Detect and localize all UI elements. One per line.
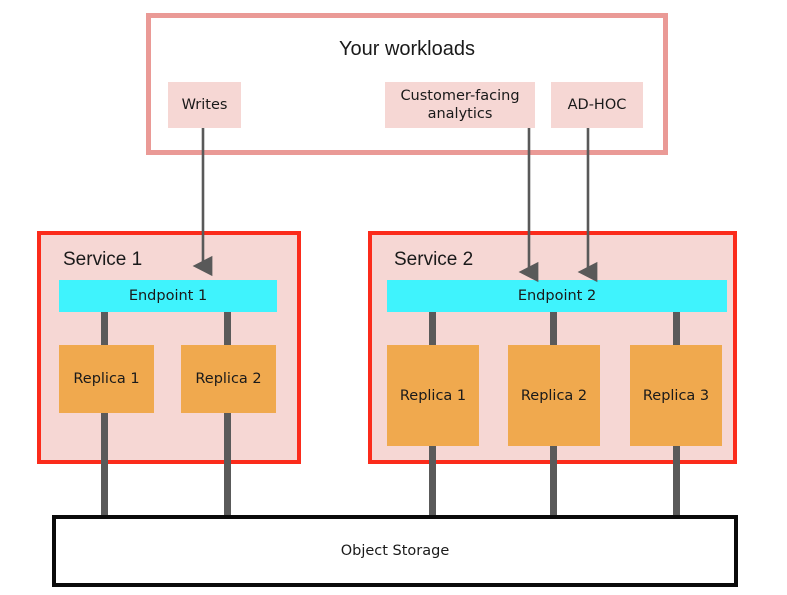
connector-endpoint1-replica2 [224,310,231,350]
connector-s2-replica3-storage [673,441,680,520]
replica-box-service1-replica1[interactable]: Replica 1 [59,345,154,413]
service-title-service-1: Service 1 [63,249,143,270]
connector-endpoint2-replica3 [673,310,680,350]
service-title-service-2: Service 2 [394,249,474,270]
connector-s2-replica2-storage [550,441,557,520]
connector-endpoint2-replica1 [429,310,436,350]
workload-chip-writes[interactable]: Writes [168,82,241,128]
workloads-title: Your workloads [338,38,475,60]
replica-box-service1-replica2[interactable]: Replica 2 [181,345,276,413]
workload-chip-analytics[interactable]: Customer-facing analytics [385,82,535,128]
connector-endpoint2-replica2 [550,310,557,350]
replica-box-service2-replica1[interactable]: Replica 1 [387,345,479,446]
object-storage-box[interactable]: Object Storage [52,515,738,587]
replica-box-service2-replica2[interactable]: Replica 2 [508,345,600,446]
endpoint-bar-endpoint-2[interactable]: Endpoint 2 [387,280,727,312]
endpoint-bar-endpoint-1[interactable]: Endpoint 1 [59,280,277,312]
connector-s1-replica2-storage [224,408,231,520]
workload-chip-adhoc[interactable]: AD-HOC [551,82,643,128]
connector-endpoint1-replica1 [101,310,108,350]
connector-s2-replica1-storage [429,441,436,520]
connector-s1-replica1-storage [101,408,108,520]
replica-box-service2-replica3[interactable]: Replica 3 [630,345,722,446]
